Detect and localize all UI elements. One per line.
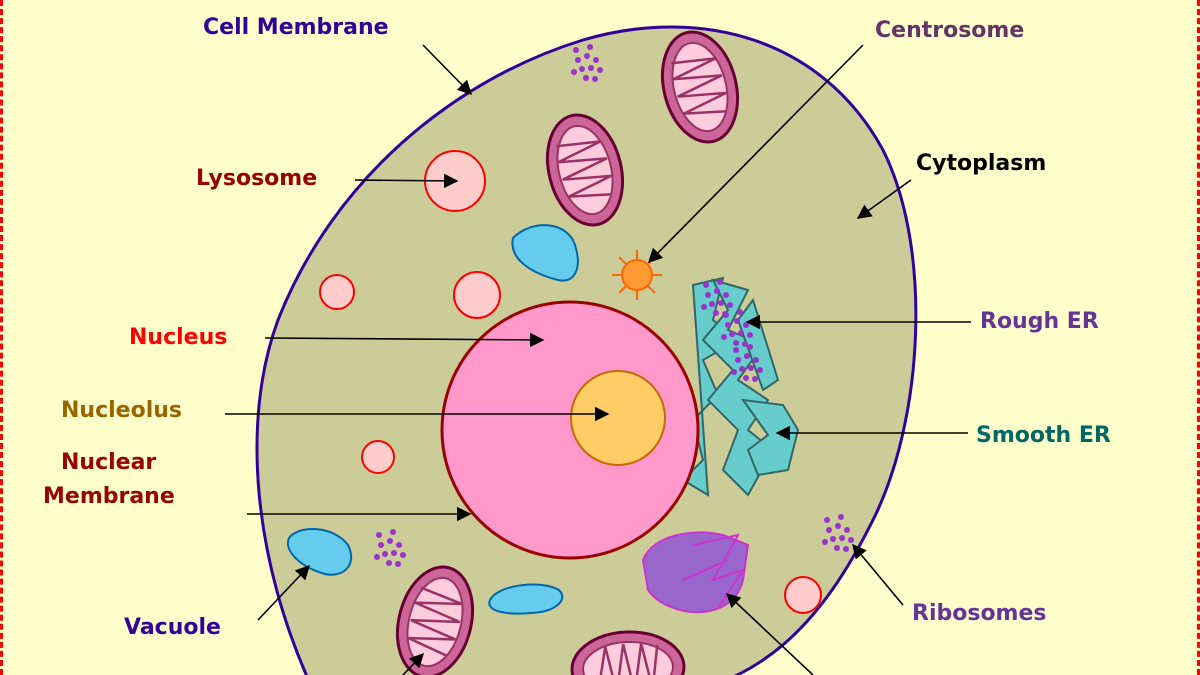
nuclear-membrane-label-line1: Nuclear [61, 450, 157, 475]
endoplasmic-reticulum [681, 276, 800, 497]
vacuole [286, 224, 579, 615]
vacuole-label: Vacuole [124, 615, 221, 640]
nucleolus-label: Nucleolus [61, 398, 182, 423]
cell-illustration [225, 22, 971, 675]
pointer-arrows [225, 44, 971, 675]
cell-membrane-label: Cell Membrane [203, 15, 389, 40]
lysosome [319, 150, 822, 614]
nucleolus [570, 370, 666, 466]
centrosome-label: Centrosome [875, 18, 1025, 43]
nuclear-membrane-label-line2: Membrane [43, 484, 175, 509]
rough-er-label: Rough ER [980, 309, 1099, 334]
smooth-er-label: Smooth ER [976, 423, 1111, 448]
golgi-apparatus [641, 531, 750, 614]
ribosomes-label: Ribosomes [912, 601, 1047, 626]
nucleus [440, 300, 700, 560]
lysosome-label: Lysosome [196, 166, 318, 191]
cytoplasm-label: Cytoplasm [916, 151, 1047, 176]
nucleus-label: Nucleus [129, 325, 228, 350]
